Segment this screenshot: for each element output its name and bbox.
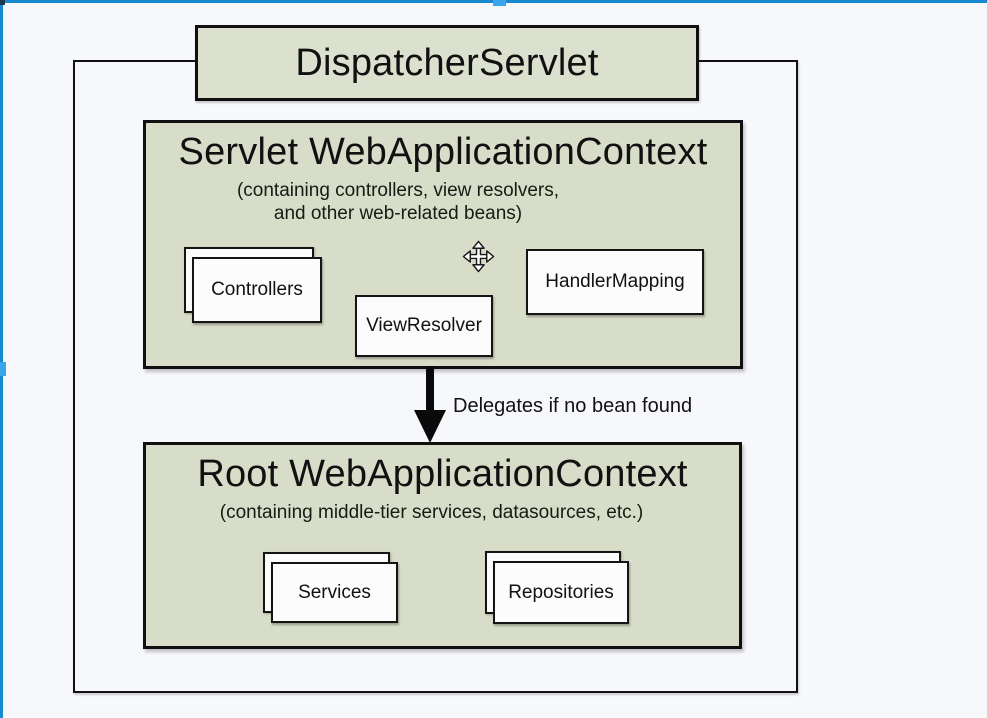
move-cursor-icon [462,240,495,273]
dispatcher-servlet-box: DispatcherServlet [195,25,699,101]
servlet-context-subtitle: (containing controllers, view resolvers,… [101,179,695,225]
root-context-subtitle: (containing middle-tier services, dataso… [219,502,644,523]
controllers-bean-stack: Controllers [184,247,322,323]
view-resolver-bean: ViewResolver [355,295,493,357]
handler-mapping-bean-label: HandlerMapping [545,271,685,292]
repositories-bean-label: Repositories [493,561,629,624]
view-resolver-bean-label: ViewResolver [366,315,482,336]
delegate-arrow-label: Delegates if no bean found [453,395,693,417]
root-context-title: Root WebApplicationContext [197,453,688,495]
controllers-bean-label: Controllers [192,257,322,323]
dispatcher-servlet-label: DispatcherServlet [295,41,599,84]
left-scroll-marker [0,362,6,376]
handler-mapping-bean: HandlerMapping [526,249,704,315]
servlet-context-subtitle-line1: (containing controllers, view resolvers, [236,180,560,201]
services-bean-stack: Services [263,552,398,623]
delegate-arrow-shaft [426,366,434,412]
servlet-context-subtitle-line2: and other web-related beans) [273,203,523,224]
top-scroll-marker [493,0,506,6]
repositories-bean-stack: Repositories [485,551,629,624]
window-left-accent-line [0,0,3,718]
delegate-arrow-head [414,410,446,443]
servlet-context-title: Servlet WebApplicationContext [178,131,708,173]
servlet-webapplicationcontext-box: Servlet WebApplicationContext (containin… [143,120,743,369]
window-corner-dot [0,0,5,5]
services-bean-label: Services [271,562,398,623]
root-webapplicationcontext-box: Root WebApplicationContext (containing m… [143,442,742,649]
